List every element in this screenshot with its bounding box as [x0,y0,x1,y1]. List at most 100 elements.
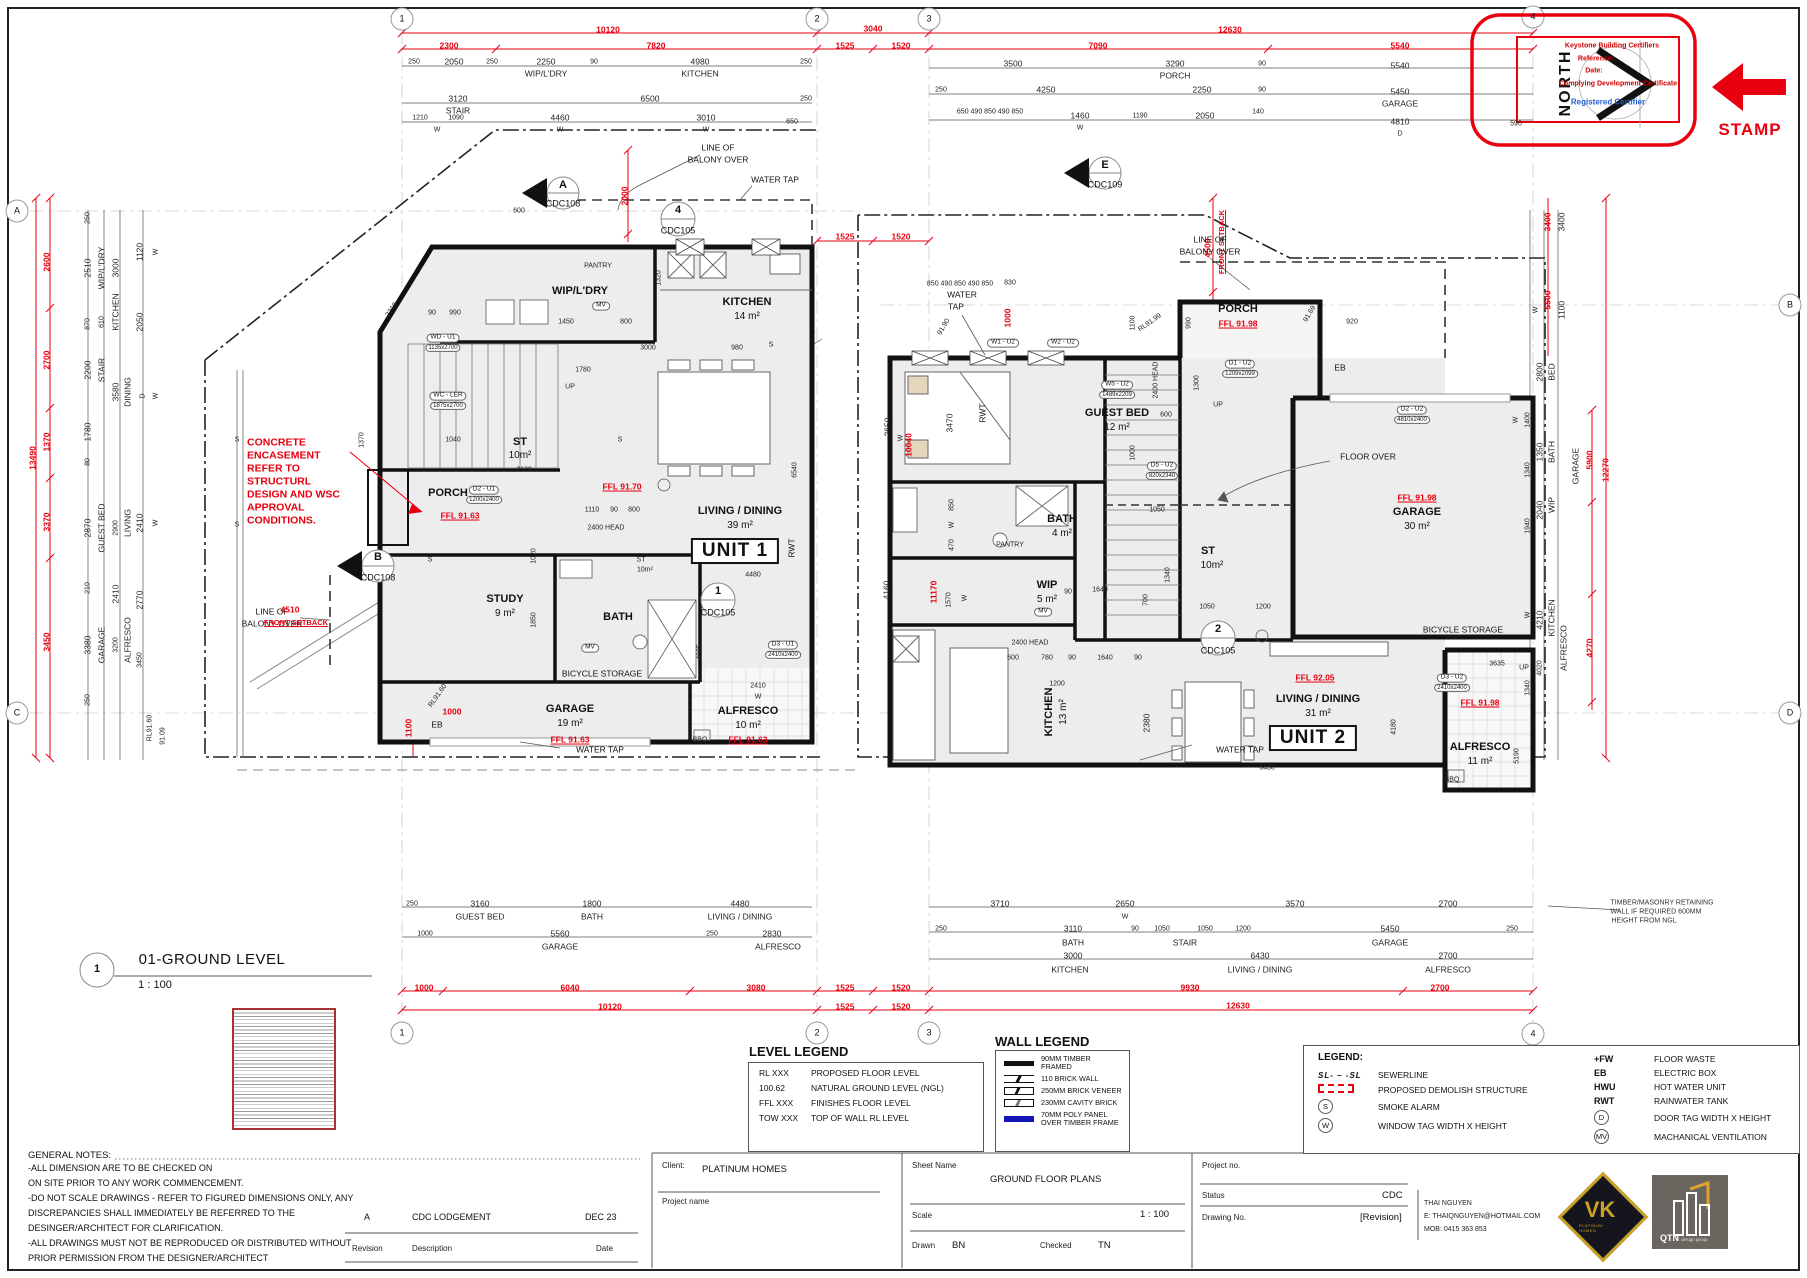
plan-label: UP [1519,664,1529,672]
plan-label: 10120 [596,24,620,35]
plan-label: 31 m² [1305,707,1331,719]
plan-label: 3010 [696,112,716,123]
plan-label: 1400 [1524,412,1532,428]
plan-label: BICYCLE STORAGE [1422,624,1504,635]
description-header: Description [412,1244,453,1253]
checked-label: Checked [1040,1241,1072,1250]
certifier-line: Reference: [1577,55,1615,63]
symbol-legend-row: PROPOSED DEMOLISH STRUCTURE [1318,1084,1548,1095]
plan-label: A [559,179,567,192]
stamp-label: STAMP [1718,120,1782,139]
general-notes-title: GENERAL NOTES: [28,1150,112,1161]
plan-label: 1520 [891,1001,911,1012]
grid-bubble-1-bottom: 1 [399,1027,405,1038]
plan-label: 3080 [746,982,766,993]
plan-label: FFL 91.63 [728,734,768,745]
plan-label: 3160 [470,898,490,909]
plan-label: D [1397,130,1403,138]
plan-label: 3000 [640,344,656,352]
plan-label: LIVING / DINING [1227,964,1293,975]
wall-legend-row: 250MM BRICK VENEER [1004,1087,1123,1096]
plan-label: 4605 [696,644,704,660]
plan-label: BATH [580,911,604,922]
grid-bubble-2-top: 2 [814,13,820,24]
plan-label: WIP/L'DRY [552,285,608,298]
plan-label: 850 [948,499,956,511]
plan-label: D2 - U1 [468,485,500,495]
w-circle-icon: W [1318,1118,1378,1133]
plan-label: W [961,594,969,602]
plan-label: E [1101,159,1109,172]
plan-label: 6430 [1250,950,1270,961]
plan-label: KITCHEN [110,293,121,331]
plan-label: 2000 [619,186,630,206]
plan-label: 10m² [508,449,532,461]
drawing-no-label: Drawing No. [1202,1213,1247,1222]
plan-label: MV [592,301,610,311]
plan-label: PORCH [1218,303,1258,316]
plan-label: BALONY OVER [1179,246,1241,257]
plan-label: KITCHEN [1546,599,1557,637]
certifier-line: Keystone Building Certifiers [1564,42,1660,50]
plan-label: 140 [1252,108,1264,116]
project-no-label: Project no. [1202,1161,1241,1170]
plan-label: TIMBER/MASONRY RETAINING [1610,899,1714,907]
plan-label: 780 [1041,654,1053,662]
plan-label: 1340 [1524,462,1532,478]
plan-label: 1000 [1002,308,1013,328]
plan-label: LIVING / DINING [1275,693,1361,706]
plan-label: 3380 [82,635,93,655]
unit2-plan [887,257,1536,793]
plan-label: 1209x2099 [1222,369,1258,379]
plan-label: 1210 [412,114,428,122]
plan-label: 2700 [41,350,52,370]
project-name-label: Project name [662,1197,710,1206]
plan-label: WIP [1036,579,1058,592]
plan-label: 3040 [863,23,883,34]
plan-label: 800 [628,506,640,514]
plan-label: WD - U1 [426,333,460,343]
plan-label: 1525 [835,40,855,51]
plan-label: 1350 [1534,442,1545,462]
plan-label: 590 [1510,120,1522,128]
plan-label: 3635 [1489,660,1505,668]
plan-label: 3400 [1556,212,1567,232]
plan-label: 250 [486,58,498,66]
site-boundary [204,129,1546,758]
plan-label: 1200x2400 [466,495,502,505]
cavity-wall-swatch-icon [1004,1099,1034,1108]
plan-label: 2510 [82,258,93,278]
revision-letter: A [364,1212,371,1222]
plan-label: 2120 [516,466,532,474]
plan-label: 2700 [1438,898,1458,909]
plan-label: HEIGHT FROM NGL [1611,917,1677,925]
plan-label: ALFRESCO [717,705,779,718]
grid-bubble-4-top: 4 [1530,11,1536,22]
plan-label: 1340 [1524,680,1532,696]
grid-bubble-4-bottom: 4 [1530,1028,1536,1039]
plan-label: LINE OF [701,142,735,153]
plan-label: 2250 [536,56,556,67]
date-header: Date [596,1244,613,1253]
plan-label: 2700 [1438,950,1458,961]
plan-label: 1200 [1049,680,1065,688]
plan-label: REFER TO [247,462,300,475]
plan-label: 80 [84,458,92,466]
status-label: Status [1202,1191,1225,1200]
plan-label: 1640 [1097,654,1113,662]
stamp-inner-box [1516,36,1680,123]
checked-value: TN [1098,1240,1111,1251]
wall-legend-row: 110 BRICK WALL [1004,1075,1123,1084]
plan-label: 1000 [1129,445,1137,461]
plan-label: 4480 [745,571,761,579]
red-dimension-lines [31,28,1611,1015]
plan-label: 1875x2700 [430,401,466,411]
view-titleblock [79,952,372,988]
grid-bubble-3-top: 3 [926,13,932,24]
plan-label: 600 [1160,411,1172,419]
plan-label: 1050 [1197,925,1213,933]
plan-label: KITCHEN [1051,964,1089,975]
view-scale: 1 : 100 [138,979,172,992]
